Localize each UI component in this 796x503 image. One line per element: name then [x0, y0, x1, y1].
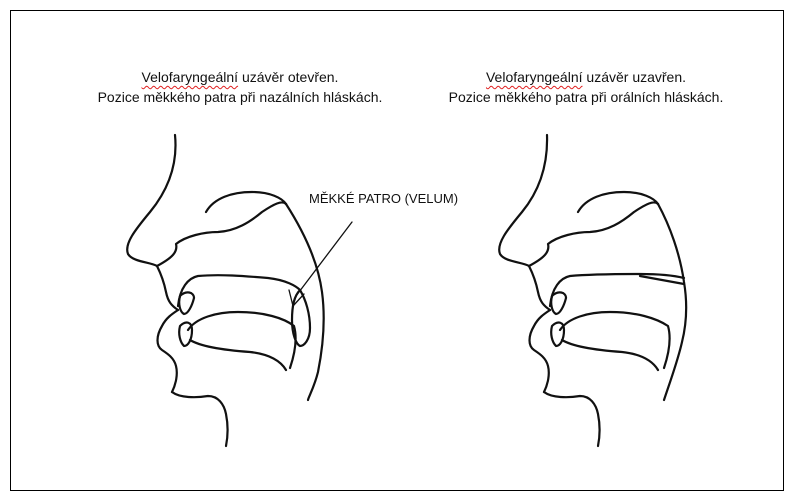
oral-mandible-floor — [562, 340, 658, 370]
nasal-hard-palate — [178, 275, 300, 306]
head-nasal — [127, 135, 323, 446]
velum-arrow — [289, 222, 352, 306]
nasal-jaw-neck — [172, 392, 228, 446]
nasal-face-profile — [127, 135, 175, 266]
oral-tongue — [560, 312, 670, 368]
head-oral — [499, 135, 686, 446]
nasal-skull-outline — [206, 192, 286, 212]
oral-skull-outline — [578, 192, 658, 212]
nasal-lower-lip-chin — [158, 310, 179, 392]
oral-upper-lip — [529, 266, 550, 310]
nasal-nasal-cavity — [157, 202, 286, 266]
oral-face-profile — [499, 135, 547, 266]
nasal-upper-lip — [157, 266, 178, 310]
oral-hard-palate — [550, 274, 684, 306]
nasal-mandible-floor — [190, 340, 286, 370]
oral-nasal-cavity — [529, 202, 658, 266]
oral-pharynx-back-wall — [658, 204, 686, 400]
velum-arrow-shaft — [296, 222, 352, 296]
oral-jaw-neck — [544, 392, 600, 446]
oral-upper-incisor — [551, 292, 566, 314]
nasal-tongue — [188, 312, 296, 368]
nasal-upper-incisor — [179, 292, 194, 314]
oral-lower-lip-chin — [530, 310, 551, 392]
